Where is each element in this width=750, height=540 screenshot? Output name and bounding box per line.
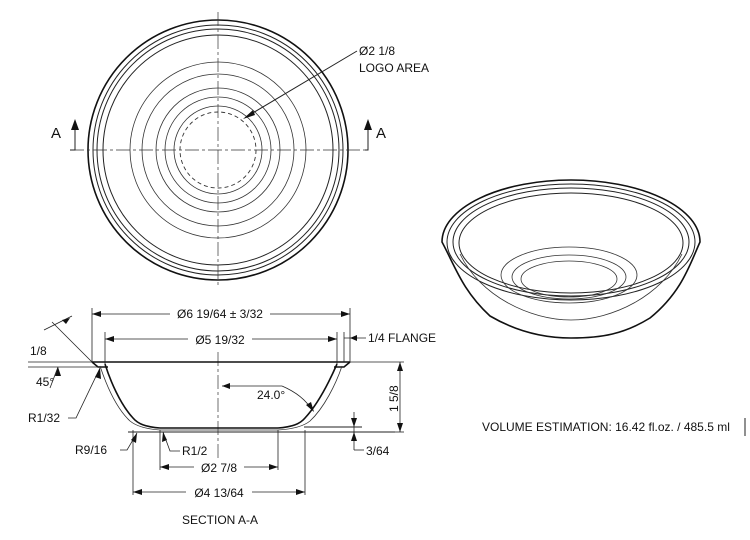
section-arrow-right-head [364, 119, 372, 130]
flange-label: 1/4 FLANGE [368, 331, 436, 345]
dim-overall-diameter-label: Ø6 19/64 ± 3/32 [177, 307, 263, 321]
dim-inner-diameter-label: Ø5 19/32 [195, 333, 245, 347]
dim-overall-arrow-left [92, 311, 101, 317]
section-arrow-left [70, 130, 76, 151]
dim-chamfer-line [51, 321, 93, 363]
base-radius-label: R1/2 [182, 444, 208, 458]
dim-base-outer-arrow-right [296, 489, 305, 495]
iso-base-ellipse-3 [520, 260, 618, 298]
section-wall-right [277, 363, 338, 429]
iso-inner-rim [458, 192, 684, 294]
dim-height-arrow-bottom [397, 423, 403, 432]
dim-overall-label-bg [170, 306, 270, 321]
chamfer-angle-label: 45° [36, 375, 54, 389]
dim-step-arrow-bottom [351, 432, 357, 441]
iso-rim-ellipse-2 [446, 183, 696, 301]
foot-radius-arrow [131, 433, 137, 443]
dim-base-inner-arrow-right [269, 464, 278, 470]
dim-step-arrow-top [351, 418, 357, 427]
dim-flange-arrow [350, 335, 357, 341]
section-arrow-left-head [71, 119, 79, 130]
rim-radius-leader [68, 367, 101, 419]
dim-angle-arrow [55, 367, 61, 376]
dim-angle-leader [49, 366, 59, 389]
section-wall-right-inner [277, 365, 343, 431]
base-radius-arrow [162, 432, 167, 442]
section-title: SECTION A-A [182, 513, 258, 527]
iso-bowl-outline [441, 179, 701, 339]
dim-inner-label-bg [188, 331, 252, 346]
dim-base-inner-label-bg [194, 459, 244, 474]
isometric-view [441, 179, 701, 339]
dim-wall-angle-arrow-right [306, 402, 314, 412]
section-arrow-right [365, 130, 369, 151]
dim-wall-angle-arrow-left [222, 383, 230, 389]
rim-radius-arrow [95, 368, 101, 379]
dim-height-arrow-top [397, 362, 403, 371]
base-radius-leader [162, 431, 180, 452]
dim-overall-arrow-right [341, 311, 350, 317]
section-mark-right: A [376, 125, 386, 142]
dim-base-inner-arrow-left [160, 464, 169, 470]
logo-area-label: LOGO AREA [359, 61, 429, 75]
base-outer-diameter-label: Ø4 13/64 [194, 486, 244, 500]
base-step-label: 3/64 [366, 444, 390, 458]
chamfer-label: 1/8 [30, 344, 47, 358]
dim-base-outer-label-bg [186, 484, 252, 499]
iso-wall-line [459, 253, 683, 321]
base-inner-diameter-label: Ø2 7/8 [201, 461, 237, 475]
section-view: Ø6 19/64 ± 3/32 Ø5 19/32 1/4 FLANGE 1/8 … [28, 306, 436, 527]
volume-estimation: VOLUME ESTIMATION: 16.42 fl.oz. / 485.5 … [482, 420, 730, 434]
logo-diameter-label: Ø2 1/8 [359, 44, 395, 58]
iso-rim-ellipse-3 [452, 187, 690, 297]
dim-wall-angle-arc [281, 385, 313, 411]
height-label: 1 5/8 [387, 385, 401, 412]
dim-base-outer-arrow-left [133, 489, 142, 495]
top-view: A A Ø2 1/8 LOGO AREA [51, 12, 429, 288]
logo-leader-line [245, 50, 358, 118]
foot-radius-label: R9/16 [75, 443, 107, 457]
iso-base-ellipse-1 [500, 246, 638, 304]
section-wall-left [104, 363, 161, 429]
section-wall-left-inner [99, 365, 161, 431]
wall-angle-label: 24.0° [257, 388, 285, 402]
logo-leader-arrowhead [243, 110, 255, 119]
iso-base-ellipse-2 [511, 254, 627, 300]
rim-radius-label: R1/32 [28, 411, 60, 425]
dim-chamfer-ext [43, 315, 73, 331]
section-flange-right [334, 361, 351, 368]
section-mark-left: A [51, 125, 61, 142]
dim-chamfer-arrow [62, 318, 70, 324]
dim-inner-arrow-left [105, 336, 114, 342]
dim-inner-arrow-right [328, 336, 337, 342]
